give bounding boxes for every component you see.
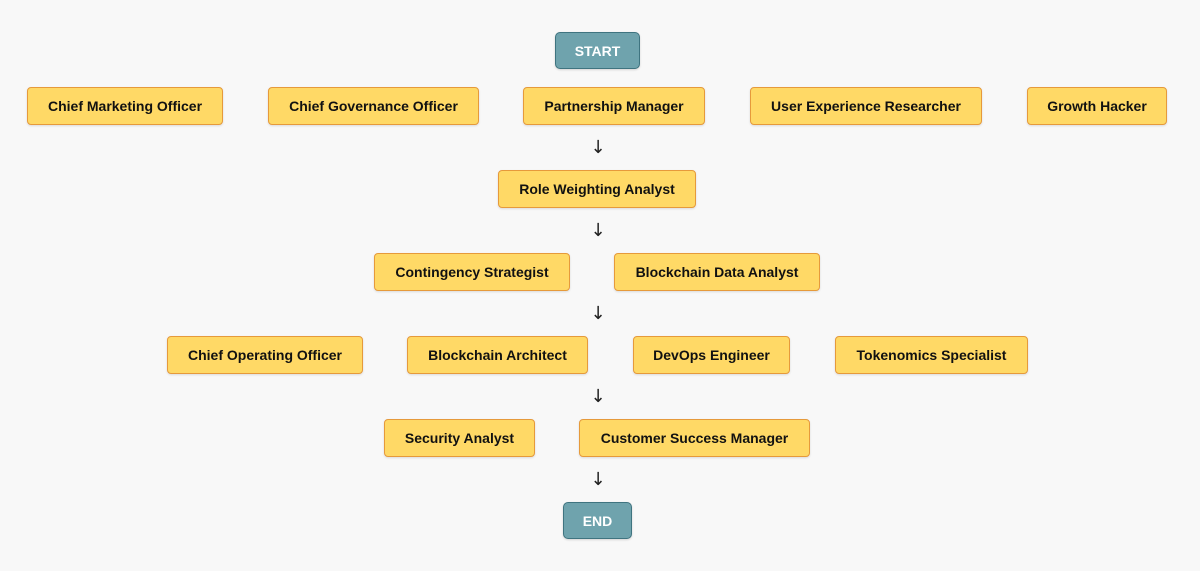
node-partnership-manager: Partnership Manager <box>523 87 705 125</box>
end-node: END <box>563 502 632 539</box>
node-blockchain-architect: Blockchain Architect <box>407 336 588 374</box>
node-security-analyst: Security Analyst <box>384 419 535 457</box>
start-node: START <box>555 32 640 69</box>
node-chief-operating-officer: Chief Operating Officer <box>167 336 363 374</box>
node-tokenomics-specialist: Tokenomics Specialist <box>835 336 1028 374</box>
node-devops-engineer: DevOps Engineer <box>633 336 790 374</box>
arrow-4: ↓ <box>590 386 606 407</box>
arrow-2: ↓ <box>590 220 606 241</box>
node-chief-marketing-officer: Chief Marketing Officer <box>27 87 223 125</box>
arrow-5: ↓ <box>590 469 606 490</box>
node-user-experience-researcher: User Experience Researcher <box>750 87 982 125</box>
node-contingency-strategist: Contingency Strategist <box>374 253 570 291</box>
arrow-3: ↓ <box>590 303 606 324</box>
node-blockchain-data-analyst: Blockchain Data Analyst <box>614 253 820 291</box>
node-chief-governance-officer: Chief Governance Officer <box>268 87 479 125</box>
arrow-1: ↓ <box>590 137 606 158</box>
node-role-weighting-analyst: Role Weighting Analyst <box>498 170 696 208</box>
node-growth-hacker: Growth Hacker <box>1027 87 1167 125</box>
node-customer-success-manager: Customer Success Manager <box>579 419 810 457</box>
